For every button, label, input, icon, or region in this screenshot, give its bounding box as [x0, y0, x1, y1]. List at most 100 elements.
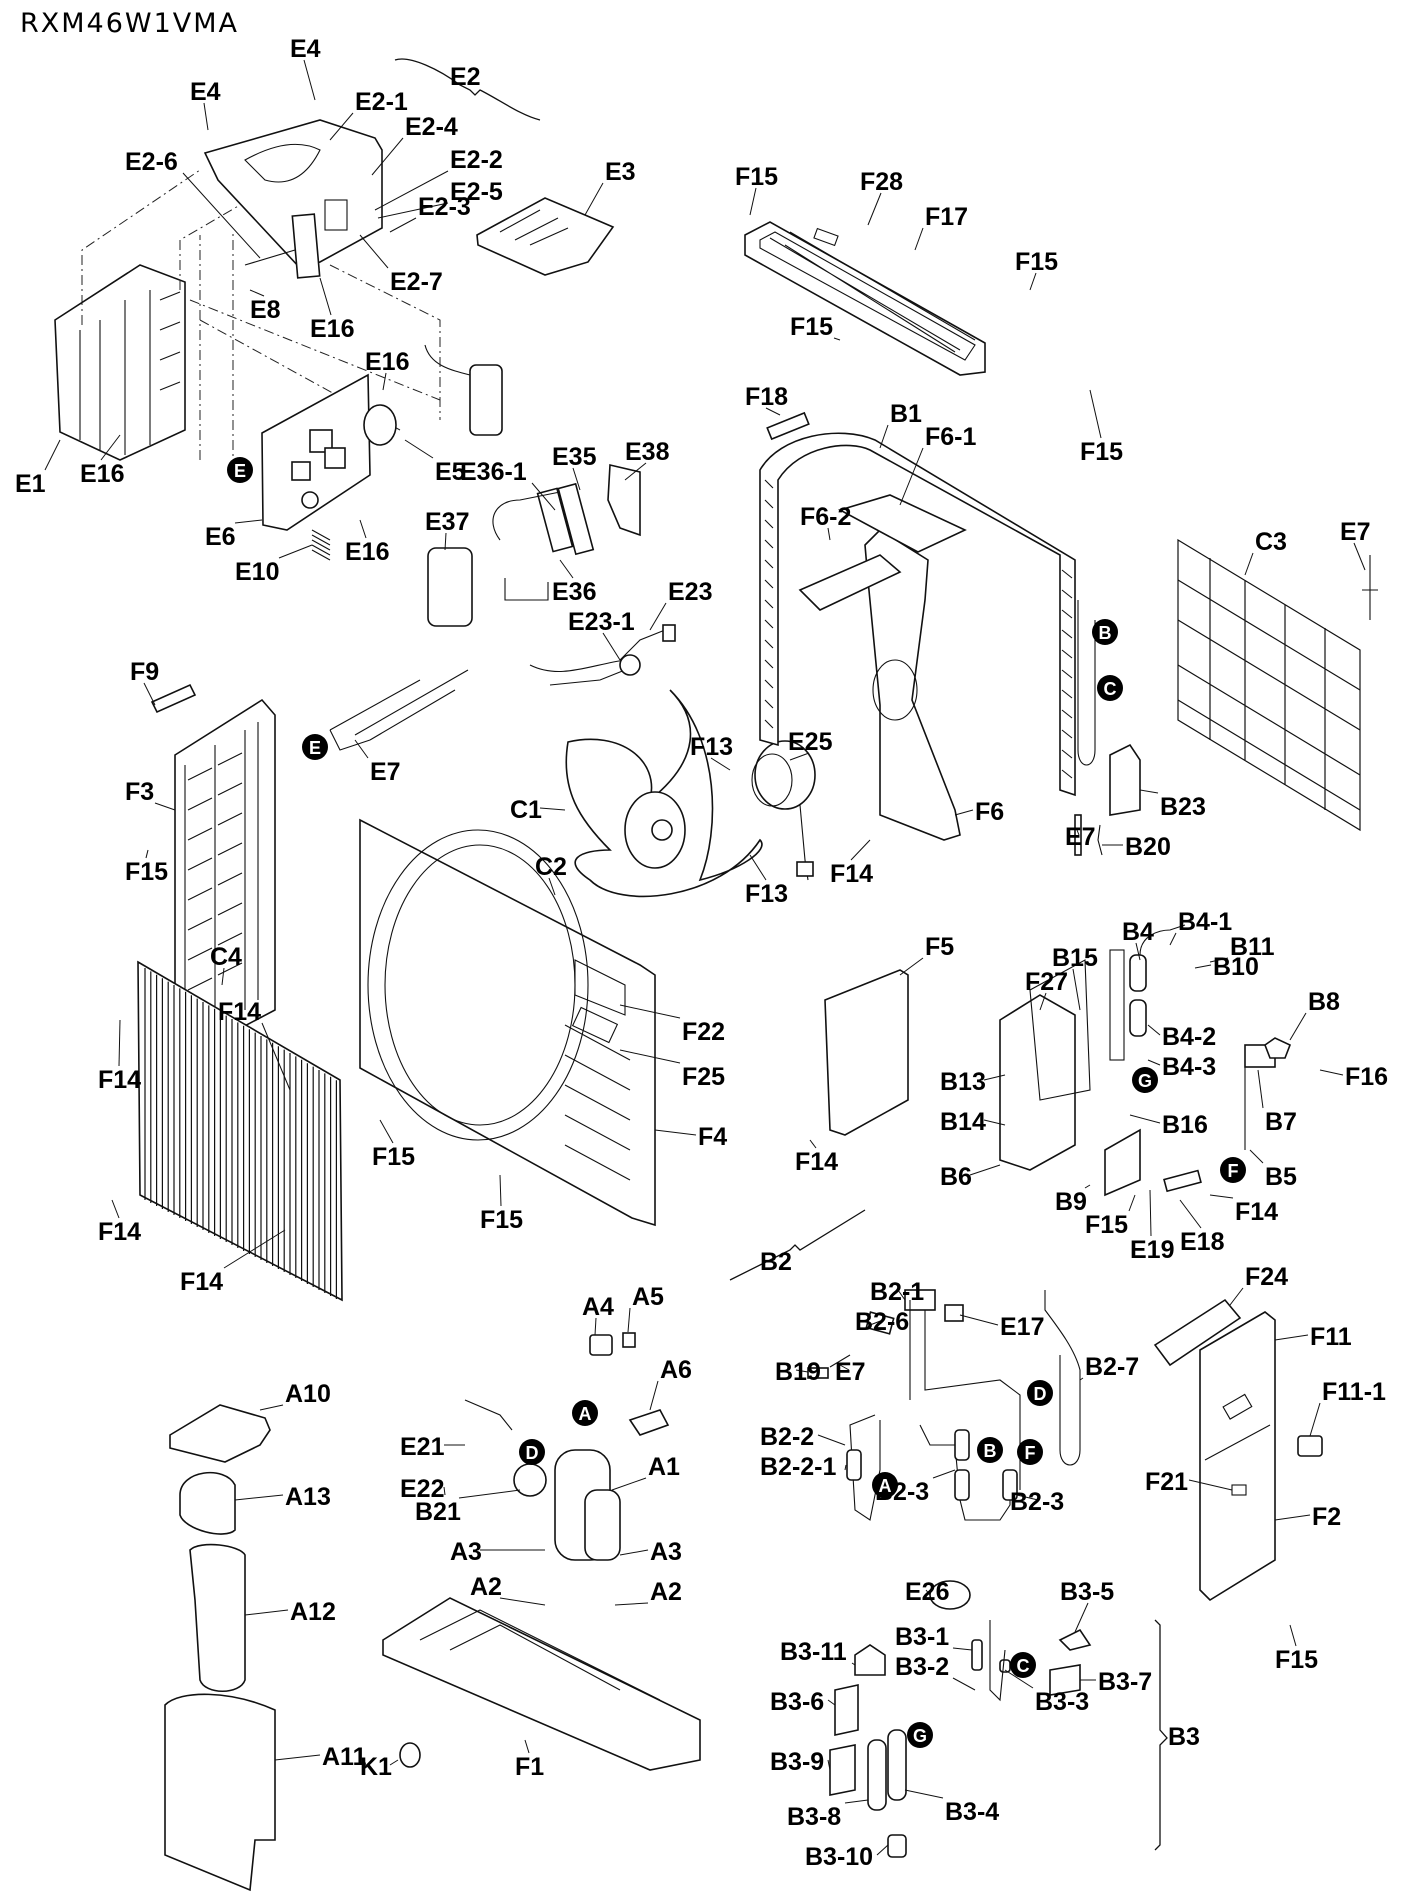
leader-line: [443, 1486, 446, 1496]
leader-line: [1257, 1069, 1264, 1109]
part-label-a12: A12: [290, 1598, 336, 1626]
marker-letter: E: [309, 738, 321, 758]
part-label-a4: A4: [582, 1293, 614, 1321]
leader-line: [329, 112, 354, 141]
leader-line: [244, 1609, 289, 1616]
leader-line: [850, 839, 871, 861]
leader-line: [619, 1049, 681, 1064]
leader-line: [827, 1699, 836, 1706]
part-label-e10: E10: [235, 558, 279, 586]
nut-b8: [1264, 1037, 1292, 1059]
terminal-bracket-e2-4: [291, 213, 321, 279]
part-label-e6: E6: [205, 523, 236, 551]
leader-line: [354, 739, 369, 759]
part-label-e37: E37: [425, 508, 469, 536]
part-label-f15: F15: [372, 1143, 415, 1171]
part-label-b3-4: B3-4: [945, 1798, 999, 1826]
part-label-e16: E16: [80, 460, 124, 488]
leader-line: [221, 967, 225, 986]
part-label-b15: B15: [1052, 944, 1098, 972]
leader-line: [879, 424, 889, 449]
connection-marker-a: A: [572, 1400, 598, 1426]
leader-line: [584, 182, 604, 216]
leader-line: [952, 1647, 973, 1651]
clamp-b3-5: [1058, 1628, 1092, 1651]
marker-letter: F: [1228, 1161, 1239, 1181]
leader-line: [100, 434, 121, 461]
part-label-b4: B4: [1122, 918, 1154, 946]
part-label-e7: E7: [1065, 823, 1096, 851]
leader-line: [1149, 1189, 1152, 1237]
part-label-e25: E25: [788, 728, 833, 756]
leader-line: [111, 1199, 120, 1219]
top-panel-f17: [744, 221, 986, 376]
leader-line: [932, 1469, 956, 1479]
part-label-f14: F14: [218, 998, 261, 1026]
part-label-e19: E19: [1130, 1236, 1174, 1264]
leader-line: [952, 1677, 976, 1691]
part-label-a6: A6: [660, 1356, 692, 1384]
main-pcb-e6: [261, 373, 397, 531]
marker-letter: B: [984, 1441, 997, 1461]
valve-mounting-plate: [999, 949, 1141, 1197]
label-f25: [571, 1006, 619, 1044]
leader-line: [1229, 1287, 1244, 1306]
switch-box-cover-e3: [476, 197, 615, 276]
leader-line: [1139, 789, 1159, 794]
part-label-b10: B10: [1213, 953, 1259, 981]
leader-line: [1353, 542, 1366, 571]
side-panel-f11-f2: [1199, 1311, 1276, 1602]
connection-marker-d: D: [1027, 1380, 1053, 1406]
connection-marker-g: G: [907, 1722, 933, 1748]
leader-line: [374, 170, 449, 211]
part-label-f18: F18: [745, 383, 788, 411]
leader-line: [524, 1739, 530, 1754]
part-label-f2: F2: [1312, 1503, 1341, 1531]
part-label-f9: F9: [130, 658, 159, 686]
part-label-b4-1: B4-1: [1178, 908, 1232, 936]
plate-f24: [1153, 1298, 1242, 1367]
leader-line: [1244, 552, 1254, 576]
bottom-frame-f1: [382, 1597, 701, 1771]
marker-circle: [572, 1400, 598, 1426]
leader-line: [925, 1589, 931, 1596]
part-label-e21: E21: [400, 1433, 445, 1461]
leader-line: [969, 1164, 1001, 1176]
part-label-b11: B11: [1230, 933, 1275, 961]
marker-circle: [1132, 1067, 1158, 1093]
connection-marker-e: E: [302, 734, 328, 760]
valve-plate-b6: [999, 994, 1076, 1171]
terminal-e18: [1163, 1169, 1202, 1193]
part-label-f14: F14: [98, 1218, 141, 1246]
connection-marker-e: E: [227, 457, 253, 483]
leader-line: [602, 632, 621, 661]
marker-circle: [302, 734, 328, 760]
leader-line: [749, 187, 757, 216]
connection-marker-f: F: [1220, 1157, 1246, 1183]
reactor: [424, 344, 503, 436]
side-panel-f3: [174, 698, 276, 1061]
leader-line: [899, 957, 924, 976]
leader-line: [319, 277, 332, 316]
leader-line: [572, 467, 581, 491]
part-label-c3: C3: [1255, 528, 1287, 556]
part-label-f24: F24: [1245, 1263, 1288, 1291]
marker-circle: [907, 1722, 933, 1748]
part-label-f15: F15: [1080, 438, 1123, 466]
leader-line: [1004, 1669, 1034, 1689]
leader-line: [1076, 829, 1080, 836]
leader-line: [765, 407, 781, 416]
connection-marker-d: D: [519, 1439, 545, 1465]
cover-ribs: [499, 209, 569, 246]
leader-line: [869, 1319, 884, 1326]
assembly-line: [189, 299, 441, 401]
leader-line: [389, 1759, 399, 1766]
leader-line: [1079, 1377, 1084, 1381]
part-label-f14: F14: [795, 1148, 838, 1176]
part-label-b3: B3: [1168, 1723, 1200, 1751]
part-label-b3-7: B3-7: [1098, 1668, 1152, 1696]
support-bar-f6-2: [798, 554, 902, 611]
part-label-f5: F5: [925, 933, 954, 961]
assembly-line: [329, 264, 441, 420]
motor-support-f6: [798, 494, 967, 841]
